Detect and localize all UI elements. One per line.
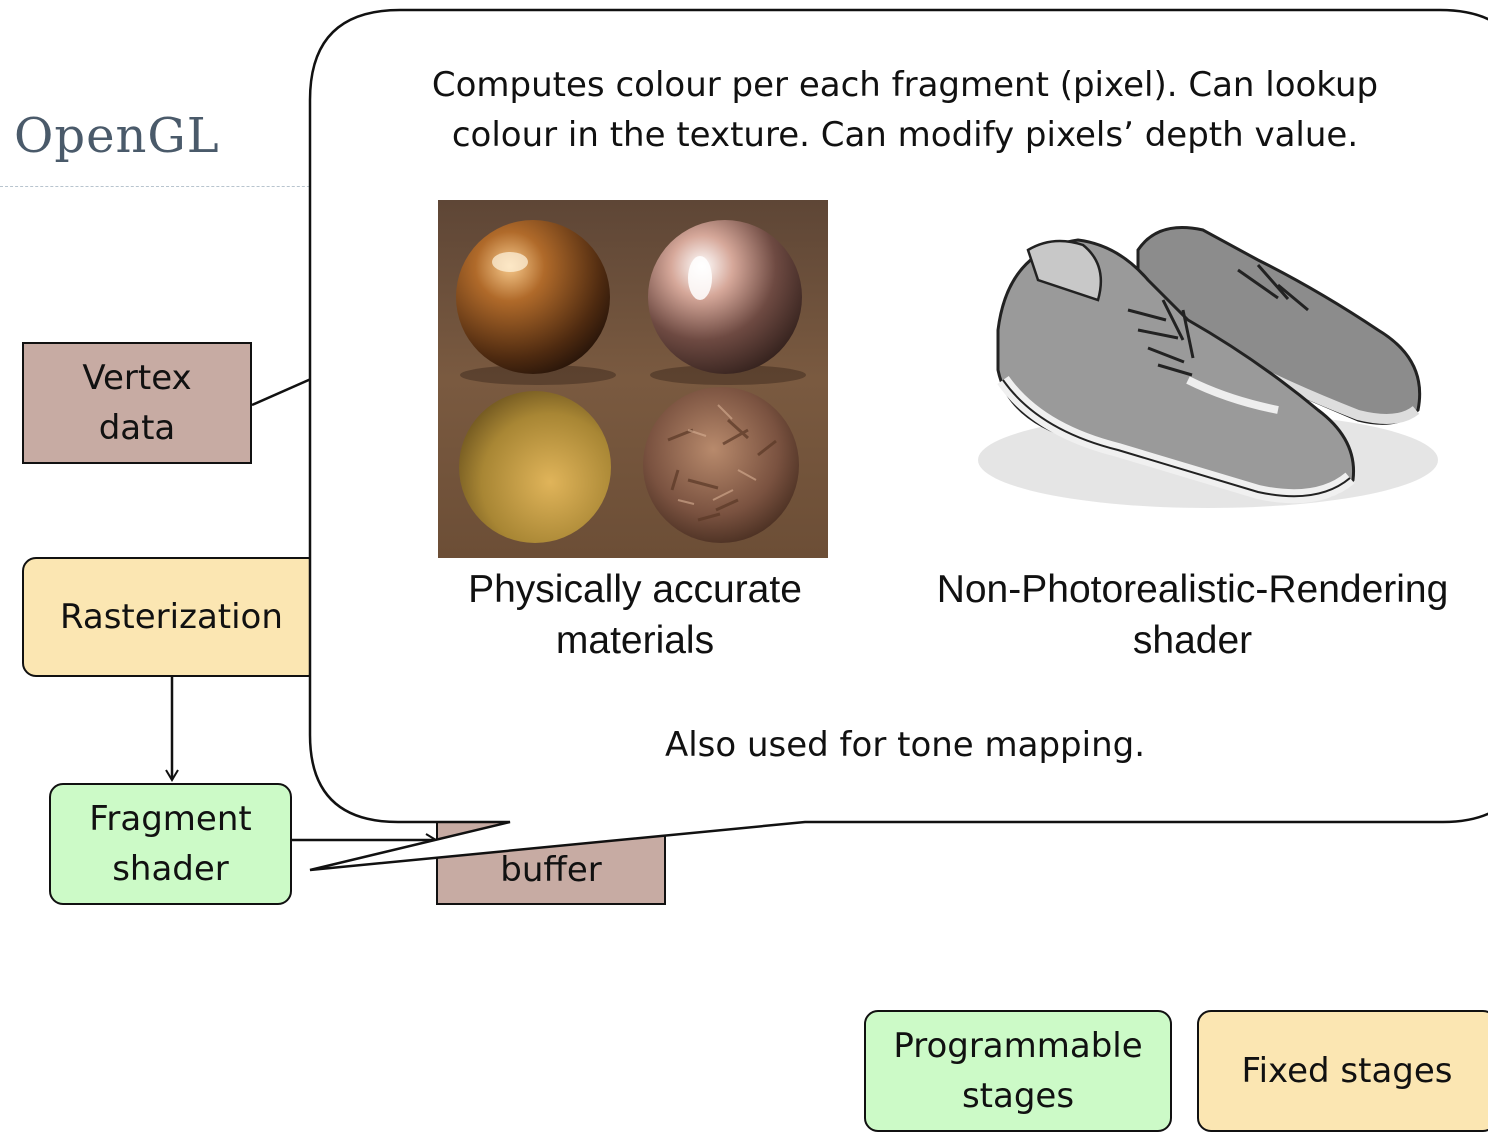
legend-programmable-stages: Programmable stages (864, 1010, 1172, 1132)
title-divider (0, 186, 330, 187)
slide-title: OpenGL (14, 108, 220, 164)
vertex-connector-line (251, 373, 321, 407)
callout-description: Computes colour per each fragment (pixel… (431, 65, 1379, 155)
right-image-caption: Non-Photorealistic-Rendering shader (936, 568, 1449, 662)
vertex-data-box: Vertex data (22, 342, 252, 464)
fragment-shader-box: Fragment shader (49, 783, 292, 905)
legend-fixed-stages: Fixed stages (1197, 1010, 1488, 1132)
left-image-caption: Physically accurate materials (468, 568, 802, 662)
material-spheres-image (438, 200, 828, 558)
rasterization-box: Rasterization (22, 557, 322, 677)
npr-sneakers-image (978, 226, 1438, 508)
callout-footer: Also used for tone mapping. (664, 725, 1146, 765)
